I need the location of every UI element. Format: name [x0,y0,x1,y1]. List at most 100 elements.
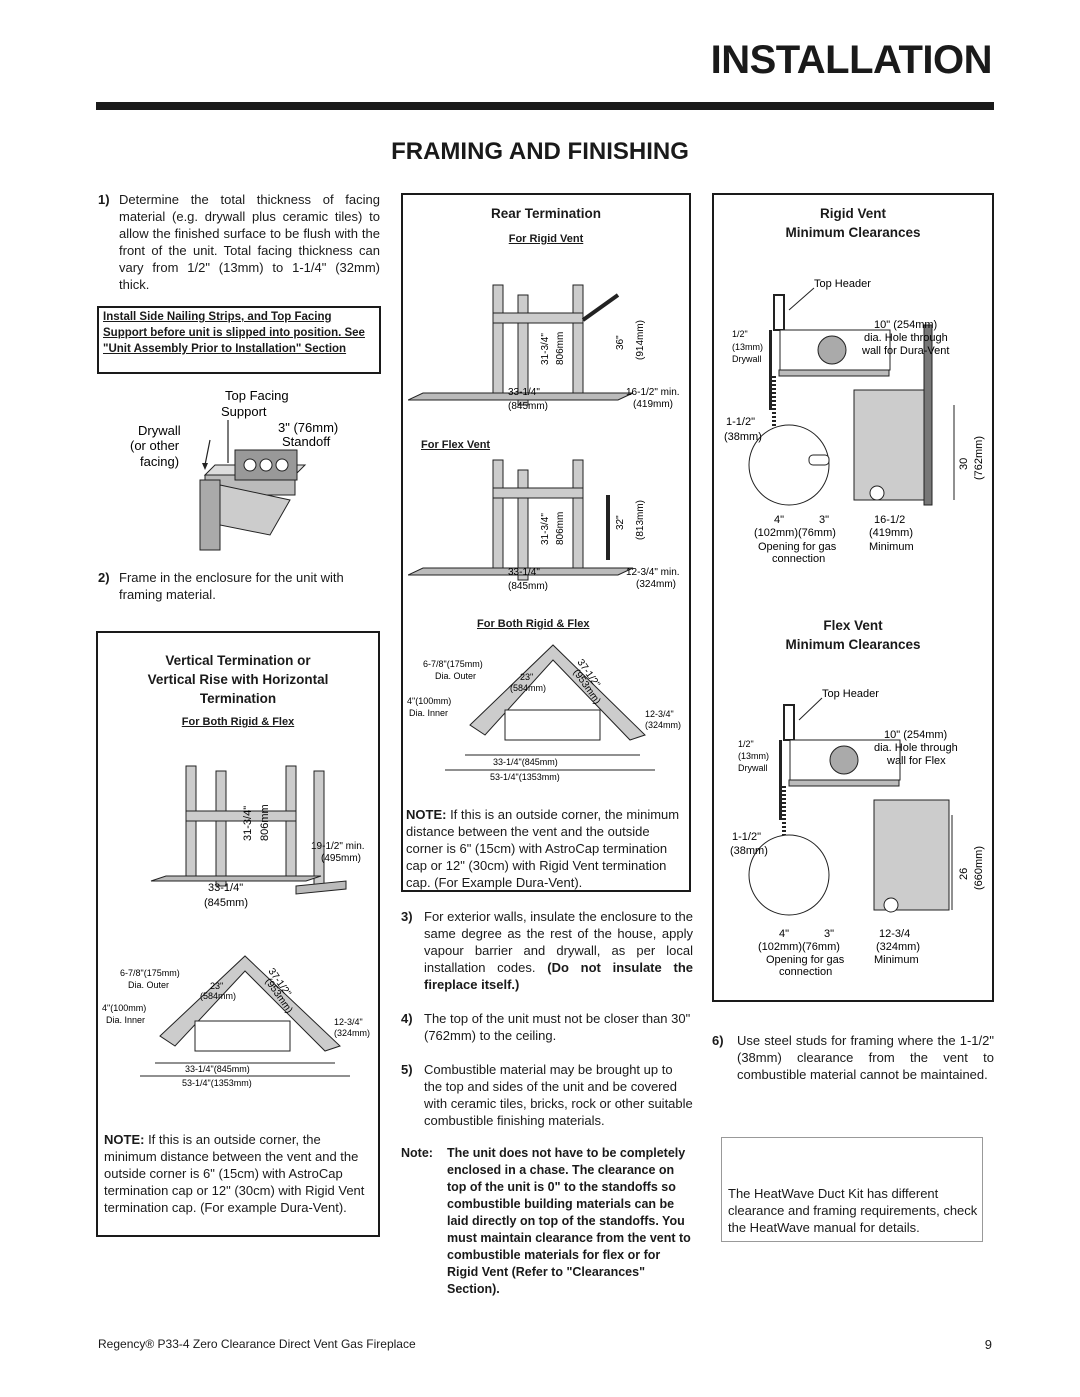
dim-label: (813mm) [635,500,646,540]
dim-label: 6-7/8"(175mm) [120,968,180,978]
step-number: 5) [401,1062,413,1077]
dim-label: 33-1/4"(845mm) [185,1064,250,1074]
fig-label: (13mm) [732,342,763,352]
dim-label: (495mm) [321,853,361,864]
dim-label: 4"(100mm) [407,696,451,706]
step-6: 6) Use steel studs for framing where the… [712,1032,994,1083]
step-text: For exterior walls, insulate the enclosu… [424,909,693,975]
fig-label: Drywall [732,354,762,364]
dim-label: Dia. Inner [409,708,448,718]
dim-label: 4"(100mm) [102,1003,146,1013]
footer-text: Regency® P33-4 Zero Clearance Direct Ven… [98,1337,416,1351]
step-text: Combustible material may be brought up t… [424,1062,693,1128]
step-number: 6) [712,1033,724,1048]
fig-label: (38mm) [724,431,762,443]
dim-label: 36" [615,335,626,350]
dim-label: 53-1/4"(1353mm) [490,772,560,782]
note-2: Note: The unit does not have to be compl… [401,1145,693,1298]
dim-label: 806mm [259,804,271,841]
fig-label: 1/2" [732,329,748,339]
fig-label: wall for Dura-Vent [861,345,949,357]
figure-subtitle: For Flex Vent [421,439,491,451]
dim-label: (324mm) [645,720,681,730]
dim-label: (845mm) [204,897,248,909]
fig-label: connection [779,966,832,978]
step-5: 5) Combustible material may be brought u… [401,1061,693,1129]
dim-label: Dia. Outer [435,671,476,681]
dim-label: 806mm [555,332,566,365]
dim-label: 806mm [555,512,566,545]
note: NOTE: If this is an outside corner, the … [104,1131,374,1216]
dim-label: (584mm) [200,991,236,1001]
dim-label: 19-1/2" min. [311,841,365,852]
corner-figure: 6-7/8"(175mm) Dia. Outer 23" (584mm) 37-… [102,955,370,1088]
fig-label: 4" [774,514,784,526]
heatwave-text: The HeatWave Duct Kit has different clea… [728,1186,978,1235]
step-2: 2) Frame in the enclosure for the unit w… [98,569,380,603]
fig-label: 1-1/2" [726,416,755,428]
fig-label: 3" (76mm) [278,420,338,435]
figure-subtitle: For Rigid Vent [508,233,584,245]
step-number: 4) [401,1011,413,1026]
fig-label: Opening for gas [766,954,845,966]
fig-label: Top Header [814,278,871,290]
fig-label: (38mm) [730,845,768,857]
box-title: Termination [199,691,277,706]
box-title: Minimum Clearances [785,637,921,652]
dim-label: Dia. Outer [128,980,169,990]
fig-label: (419mm) [869,527,913,539]
page-number: 9 [984,1337,992,1352]
step-4: 4) The top of the unit must not be close… [401,1010,693,1044]
vertical-framing-figure: 31-3/4" 806mm 19-1/2" min. (495mm) 33-1/… [150,765,365,909]
fig-label: (660mm) [973,846,985,890]
note: NOTE: If this is an outside corner, the … [406,806,688,891]
step-number: 3) [401,909,413,924]
fig-label: 3" [824,928,834,940]
step-text: Determine the total thickness of facing … [119,192,380,292]
vertical-termination-box: Vertical Termination or Vertical Rise wi… [96,631,380,1237]
box-title: Vertical Rise with Horizontal [147,672,329,687]
fig-label: 10" (254mm) [884,729,947,741]
fig-label: wall for Flex [886,755,946,767]
fig-label: Standoff [282,434,331,449]
dim-label: (324mm) [334,1028,370,1038]
dim-label: 16-1/2" min. [626,387,680,398]
note-text: The unit does not have to be completely … [447,1146,691,1296]
rigid-clearance-figure: Top Header 1/2" (13mm) Drywall 10" (254m… [724,278,985,565]
step-text: Frame in the enclosure for the unit with… [119,570,344,602]
fig-label: Drywall [138,423,181,438]
box-title: Rear Termination [490,206,602,221]
note-label: Note: [401,1146,433,1160]
clearances-box: Rigid Vent Minimum Clearances Top Header… [712,193,994,1002]
dim-label: 12-3/4" min. [626,567,680,578]
top-facing-figure: Top Facing Support Drywall (or other fac… [130,388,338,551]
dim-label: 6-7/8"(175mm) [423,659,483,669]
dim-label: 23" [520,672,533,682]
dim-label: (845mm) [508,401,548,412]
fig-label: (102mm)(76mm) [758,941,840,953]
step-number: 2) [98,570,110,585]
box-title: Vertical Termination or [165,653,311,668]
dim-label: (419mm) [633,399,673,410]
box-title: Flex Vent [823,618,883,633]
warning-box: Install Side Nailing Strips, and Top Fac… [97,306,381,374]
dim-label: (845mm) [508,581,548,592]
dim-label: 33-1/4" [508,567,540,578]
fig-label: 26 [958,868,970,880]
flex-vent-figure: 31-3/4" 806mm 32" (813mm) 33-1/4" (845mm… [408,459,680,592]
page-header-title: INSTALLATION [710,38,993,82]
fig-label: (13mm) [738,751,769,761]
fig-label: facing) [140,454,179,469]
fig-label: (762mm) [973,436,985,480]
fig-label: Support [221,404,267,419]
dim-label: 12-3/4" [334,1017,363,1027]
box-title: Rigid Vent [819,206,886,221]
fig-label: connection [772,553,825,565]
note-text: If this is an outside corner, the minimu… [104,1132,365,1215]
step-text: The top of the unit must not be closer t… [424,1011,691,1043]
dim-label: 31-3/4" [540,513,551,545]
fig-label: 30 [958,458,970,470]
dim-label: (324mm) [636,579,676,590]
figure-subtitle: For Both Rigid & Flex [477,618,590,630]
fig-label: Drywall [738,763,768,773]
